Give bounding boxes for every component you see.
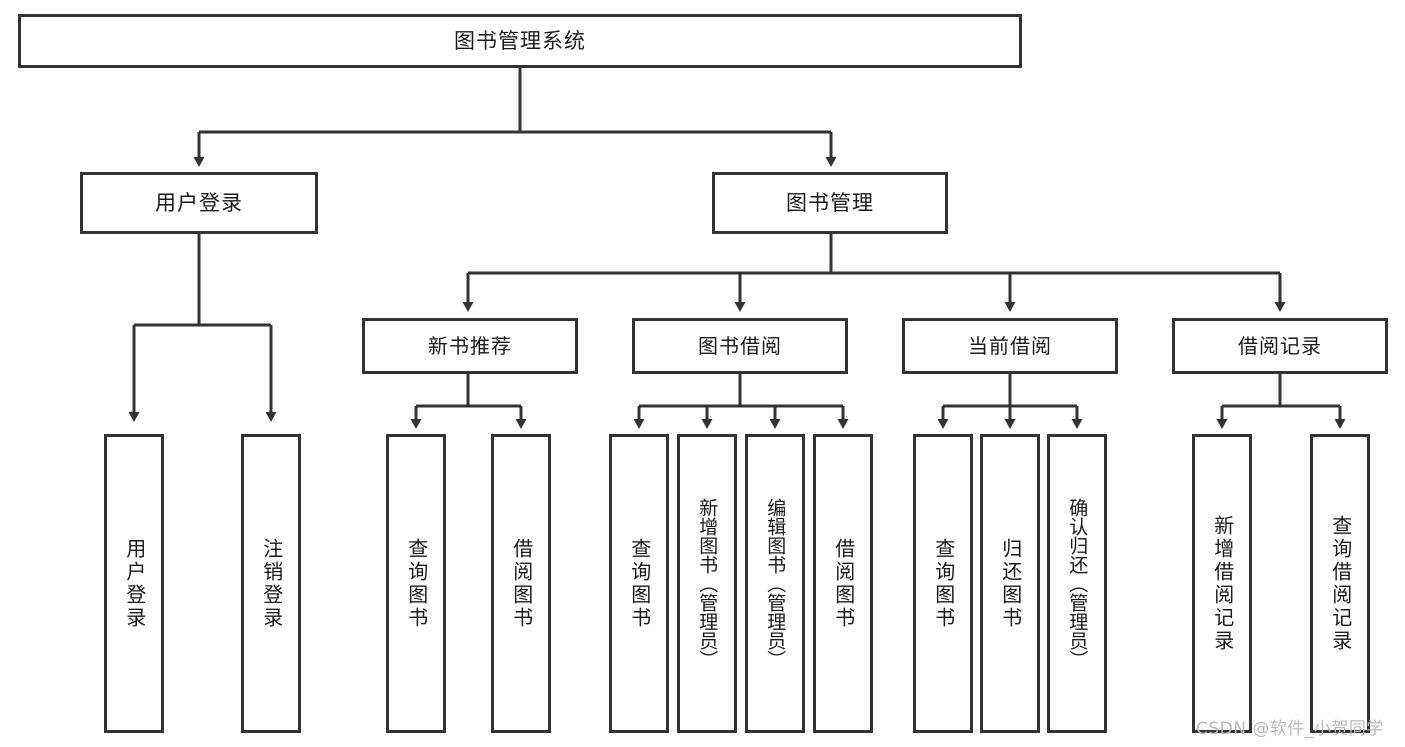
- node-leaf-return-book[interactable]: 归还图书: [980, 434, 1040, 733]
- node-leaf-logout[interactable]: 注销登录: [241, 434, 301, 733]
- node-leaf-query-book-current[interactable]: 查询图书: [913, 434, 973, 733]
- node-leaf-borrow-book-label: 借阅图书: [831, 537, 856, 630]
- node-leaf-add-book-admin-label: 新增图书（管理员）: [696, 498, 719, 669]
- node-book-management[interactable]: 图书管理: [712, 172, 948, 234]
- node-book-borrow-label: 图书借阅: [698, 333, 782, 358]
- node-leaf-query-book-recommend-label: 查询图书: [404, 537, 429, 630]
- node-current-borrow-label: 当前借阅: [968, 333, 1052, 358]
- node-leaf-query-book-borrow-label: 查询图书: [627, 537, 652, 630]
- node-leaf-user-login-label: 用户登录: [122, 537, 147, 630]
- node-leaf-query-book-current-label: 查询图书: [931, 537, 956, 630]
- node-leaf-confirm-return-admin[interactable]: 确认归还（管理员）: [1047, 434, 1107, 733]
- node-root-system-label: 图书管理系统: [454, 28, 586, 53]
- node-leaf-borrow-book-recommend-label: 借阅图书: [509, 537, 534, 630]
- node-user-login-label: 用户登录: [155, 190, 243, 215]
- node-leaf-add-book-admin[interactable]: 新增图书（管理员）: [677, 434, 737, 733]
- node-current-borrow[interactable]: 当前借阅: [902, 318, 1118, 374]
- node-leaf-return-book-label: 归还图书: [998, 537, 1023, 630]
- node-book-management-label: 图书管理: [786, 190, 874, 215]
- node-leaf-add-borrow-record-label: 新增借阅记录: [1210, 514, 1235, 653]
- node-root-system[interactable]: 图书管理系统: [18, 14, 1022, 68]
- node-leaf-query-borrow-record-label: 查询借阅记录: [1328, 514, 1353, 653]
- node-new-book-recommend-label: 新书推荐: [428, 333, 512, 358]
- node-leaf-user-login[interactable]: 用户登录: [104, 434, 164, 733]
- node-leaf-query-book-borrow[interactable]: 查询图书: [609, 434, 669, 733]
- node-borrow-record[interactable]: 借阅记录: [1172, 318, 1388, 374]
- node-leaf-borrow-book-recommend[interactable]: 借阅图书: [491, 434, 551, 733]
- node-leaf-edit-book-admin[interactable]: 编辑图书（管理员）: [745, 434, 805, 733]
- node-leaf-borrow-book[interactable]: 借阅图书: [813, 434, 873, 733]
- node-user-login[interactable]: 用户登录: [80, 172, 318, 234]
- node-leaf-query-borrow-record[interactable]: 查询借阅记录: [1310, 434, 1370, 733]
- node-leaf-add-borrow-record[interactable]: 新增借阅记录: [1192, 434, 1252, 733]
- node-leaf-confirm-return-admin-label: 确认归还（管理员）: [1066, 498, 1089, 669]
- node-leaf-edit-book-admin-label: 编辑图书（管理员）: [764, 498, 787, 669]
- node-leaf-logout-label: 注销登录: [259, 537, 284, 630]
- csdn-watermark: CSDN @软件_小贺同学: [1196, 719, 1384, 739]
- node-book-borrow[interactable]: 图书借阅: [632, 318, 848, 374]
- node-leaf-query-book-recommend[interactable]: 查询图书: [386, 434, 446, 733]
- node-borrow-record-label: 借阅记录: [1238, 333, 1322, 358]
- node-new-book-recommend[interactable]: 新书推荐: [362, 318, 578, 374]
